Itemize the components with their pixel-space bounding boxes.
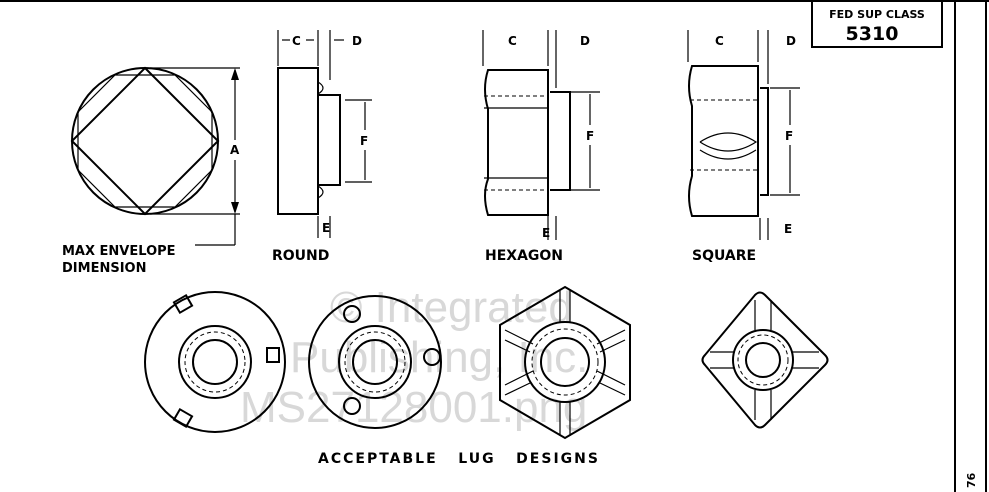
- square-dim-e: E: [784, 222, 792, 236]
- watermark-line1: © Integrated: [330, 283, 573, 332]
- round-dim-f: F: [360, 134, 368, 148]
- square-dim-f: F: [785, 129, 793, 143]
- lug-design-square: [701, 291, 829, 429]
- round-dim-c: C: [292, 34, 301, 48]
- lug-design-round-holes: [308, 295, 442, 429]
- round-label: ROUND: [272, 248, 329, 264]
- square-side-view: [687, 30, 800, 240]
- hexagon-side-view: [482, 30, 600, 240]
- title-block-label: FED SUP CLASS: [829, 8, 925, 21]
- round-side-view: [277, 30, 372, 238]
- square-label: SQUARE: [692, 248, 756, 264]
- round-dim-d: D: [352, 34, 362, 48]
- square-dim-c: C: [715, 34, 724, 48]
- max-envelope-view: [70, 66, 240, 246]
- square-dim-d: D: [786, 34, 796, 48]
- hex-dim-e: E: [542, 226, 550, 240]
- max-envelope-label: MAX ENVELOPE: [62, 244, 176, 259]
- hex-dim-c: C: [508, 34, 517, 48]
- lug-design-round-tabs: [144, 291, 286, 433]
- hexagon-label: HEXAGON: [485, 248, 563, 264]
- dimension-label: DIMENSION: [62, 261, 146, 276]
- sheet-number-fragment: 76: [965, 472, 978, 488]
- watermark-line3: MS27128001.png: [240, 383, 587, 432]
- fed-sup-class-number: 5310: [846, 23, 899, 45]
- lug-design-hexagon: [499, 285, 631, 440]
- hex-dim-f: F: [586, 129, 594, 143]
- dim-a: A: [230, 143, 240, 157]
- round-dim-e: E: [322, 221, 330, 235]
- hex-dim-d: D: [580, 34, 590, 48]
- acceptable-lug-designs-caption: ACCEPTABLE LUG DESIGNS: [318, 451, 600, 467]
